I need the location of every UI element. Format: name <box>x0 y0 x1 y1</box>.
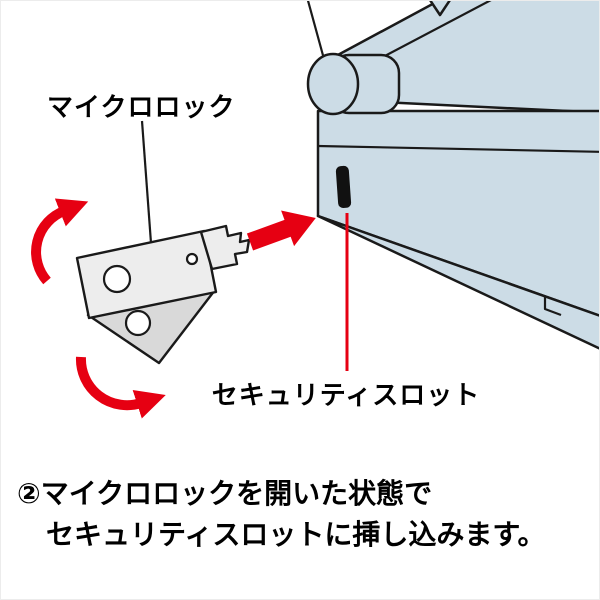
micro-lock-illustration <box>75 224 251 365</box>
lock-hole-small <box>185 252 199 266</box>
caption-step-number: ② <box>17 478 41 509</box>
caption-line1: ②マイクロロックを開いた状態で <box>17 473 589 514</box>
insert-arrow <box>246 210 316 251</box>
security-slot <box>335 165 352 209</box>
laptop-body <box>316 109 599 317</box>
lock-flap-hole <box>124 309 152 337</box>
laptop-screen-left-edge <box>306 1 326 60</box>
lock-head <box>199 224 251 271</box>
laptop-screen-notch <box>429 1 451 17</box>
hinge-cap <box>306 52 360 116</box>
security-slot-label: セキュリティスロット <box>211 380 481 410</box>
caption: ②マイクロロックを開いた状態で セキュリティスロットに挿し込みます。 <box>17 473 589 555</box>
micro-lock-label: マイクロロック <box>47 92 236 122</box>
lock-plate <box>75 229 218 320</box>
laptop-body-seam <box>317 144 599 153</box>
caption-line1-text: マイクロロックを開いた状態で <box>40 478 433 509</box>
rotate-arrow-left <box>31 198 89 285</box>
laptop-illustration <box>306 1 599 350</box>
lock-hole-large <box>102 264 132 294</box>
laptop-rim-step <box>543 297 562 317</box>
rotate-arrow-bottom <box>75 356 166 419</box>
caption-line2-text: セキュリティスロットに挿し込みます。 <box>46 519 546 550</box>
micro-lock-pointer-line <box>140 120 153 244</box>
